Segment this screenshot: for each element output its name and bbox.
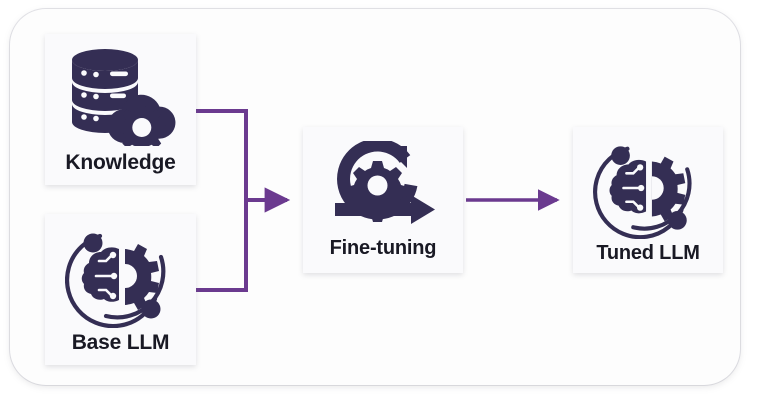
node-tuned-llm-label: Tuned LLM	[596, 242, 700, 264]
node-fine-tuning-icon-wrap	[303, 141, 463, 231]
brain-gear-orbit-icon	[593, 146, 692, 239]
node-tuned-llm[interactable]: Tuned LLM	[573, 127, 723, 273]
brain-gear-orbit-icon	[64, 233, 165, 328]
node-fine-tuning[interactable]: Fine-tuning	[303, 127, 463, 273]
node-fine-tuning-label: Fine-tuning	[329, 237, 437, 259]
node-knowledge-label: Knowledge	[65, 151, 176, 174]
node-tuned-llm-icon-wrap	[573, 137, 723, 239]
node-knowledge-icon-wrap	[45, 46, 196, 146]
node-base-llm-label: Base LLM	[71, 331, 170, 354]
node-base-llm[interactable]: Base LLM	[45, 214, 196, 365]
database-cloud-gear-icon	[71, 49, 175, 146]
node-base-llm-icon-wrap	[45, 224, 196, 328]
node-knowledge[interactable]: Knowledge	[45, 34, 196, 185]
refresh-loop-gear-arrow-icon	[335, 141, 435, 224]
